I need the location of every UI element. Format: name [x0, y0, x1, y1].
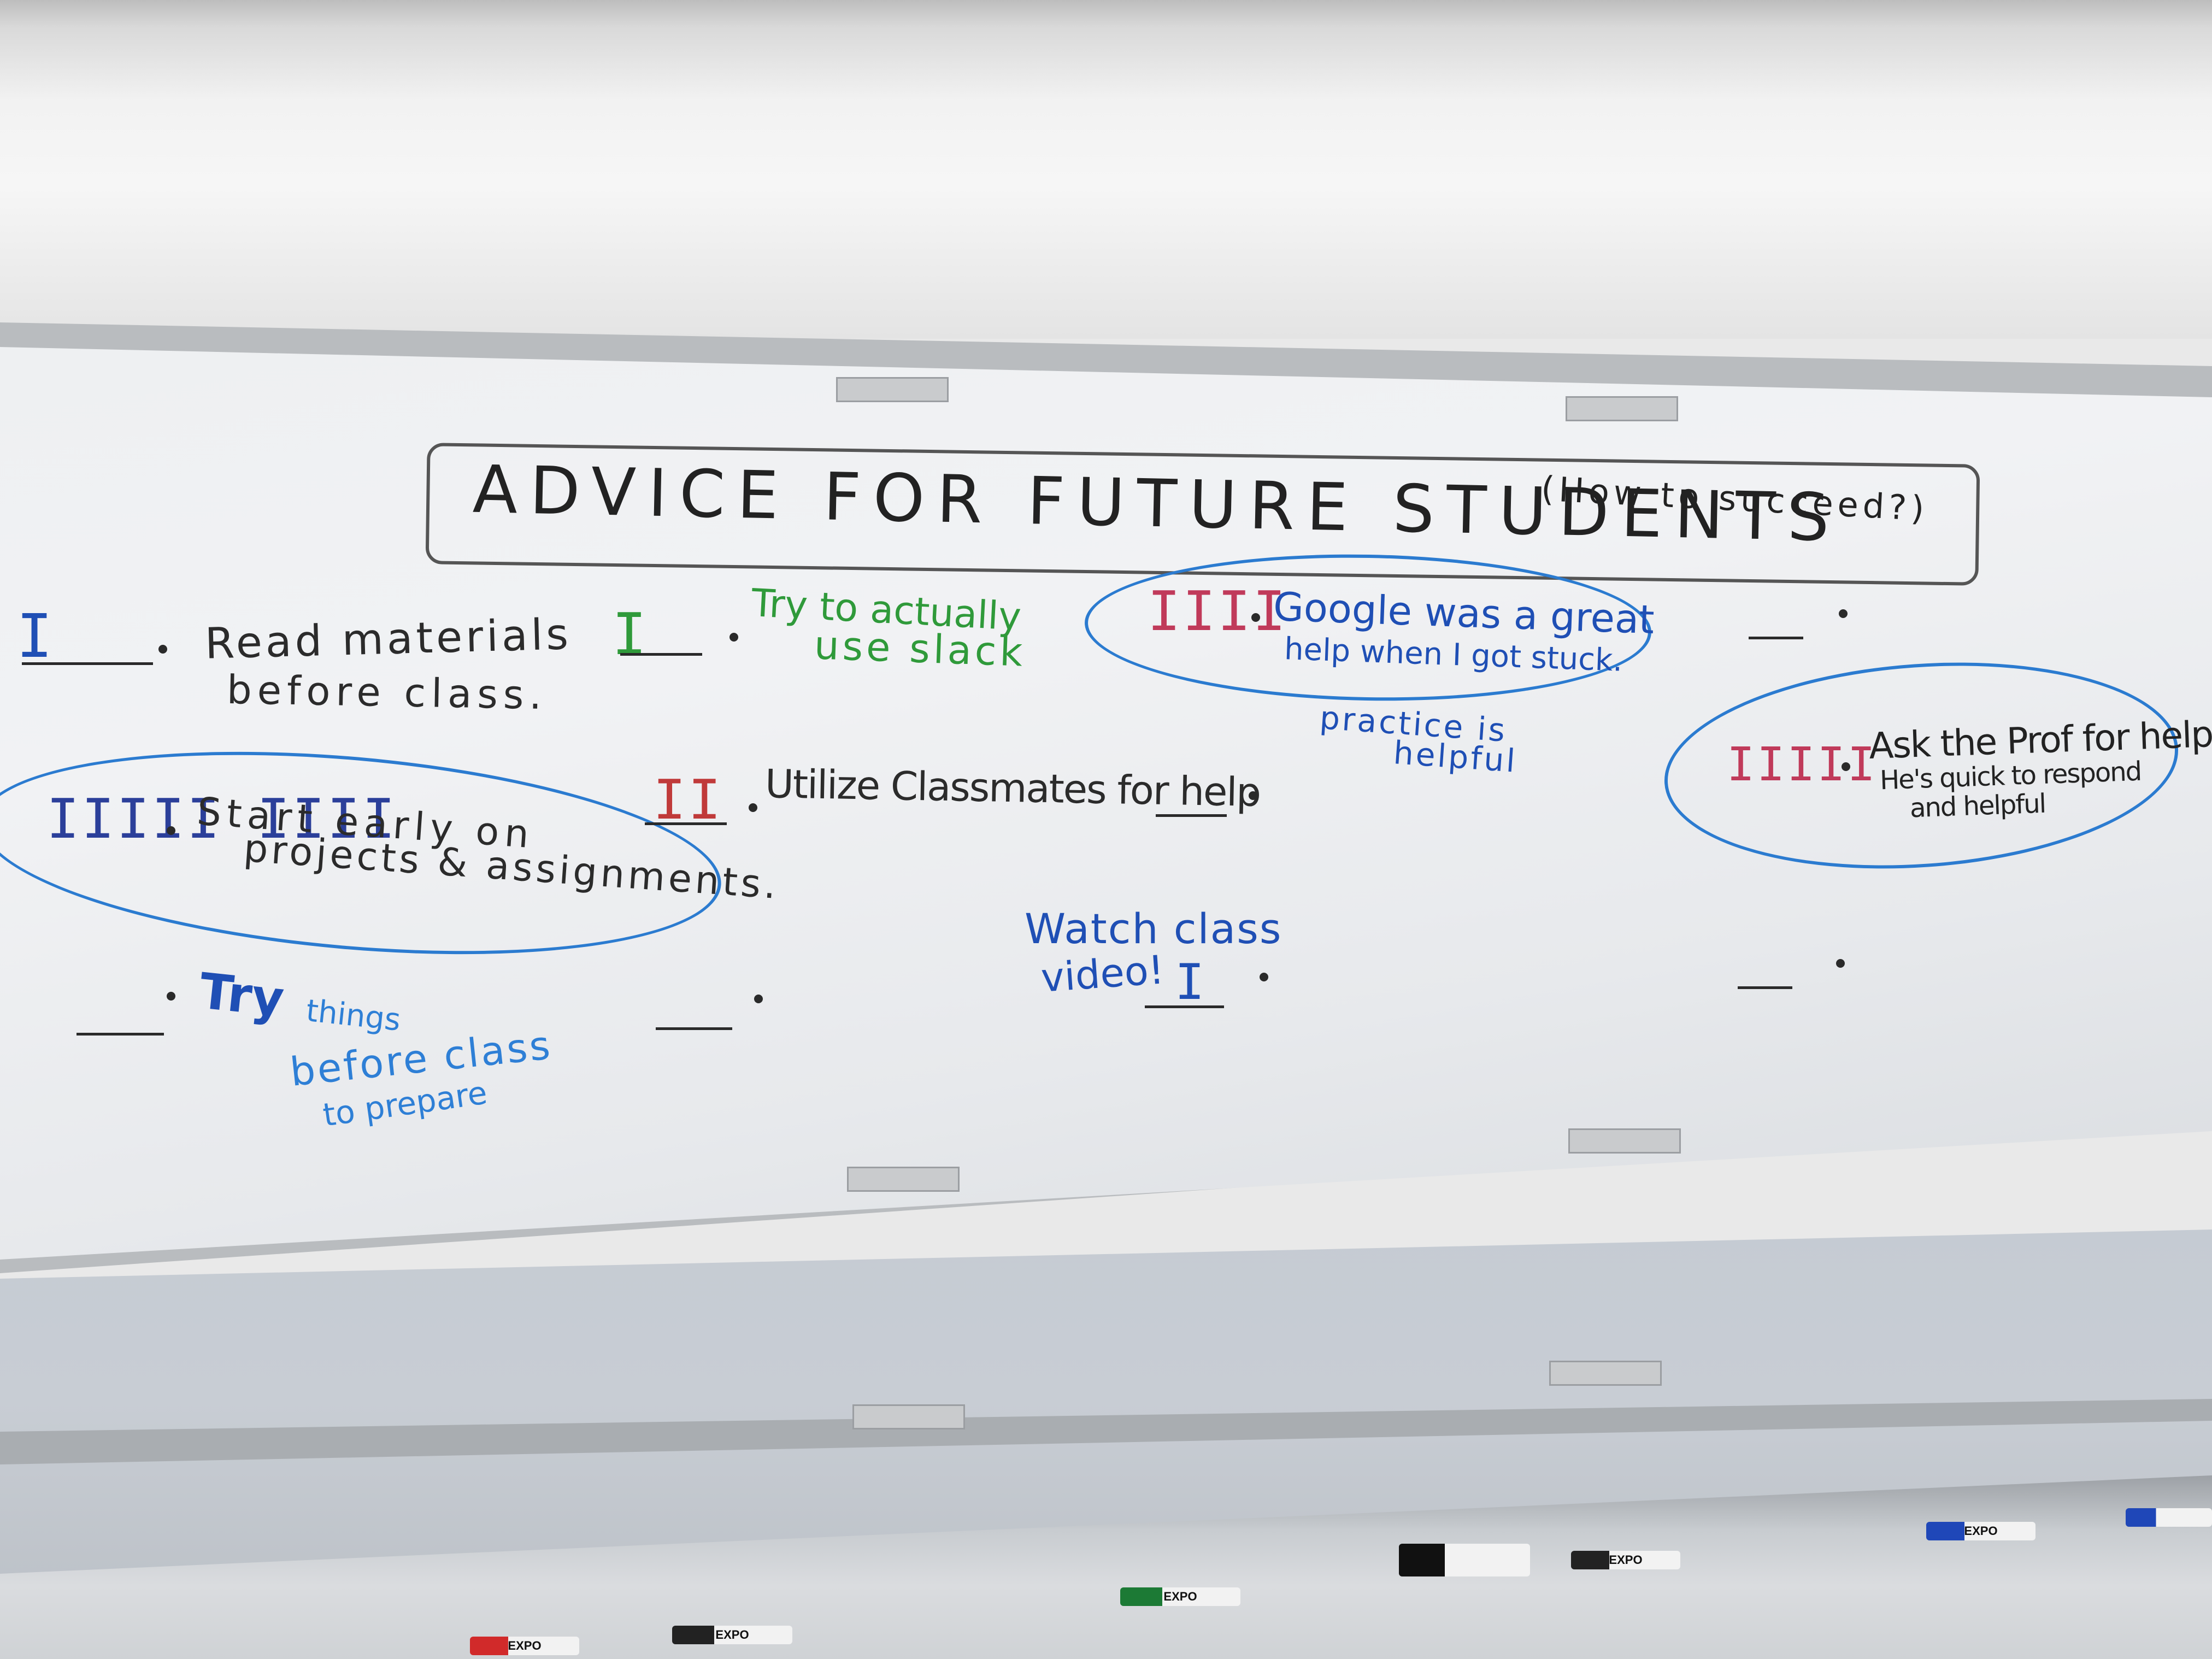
marker[interactable]: EXPO: [470, 1637, 579, 1655]
vote-line: [1738, 986, 1792, 989]
marker[interactable]: EXPO: [1120, 1587, 1240, 1606]
marker[interactable]: [2126, 1508, 2212, 1527]
board-clip: [1568, 1128, 1681, 1154]
bullet-dot: [1249, 791, 1257, 800]
board-clip: [836, 377, 949, 402]
marker-brand: EXPO: [1163, 1590, 1197, 1603]
vote-line: [1145, 1005, 1224, 1008]
bullet-dot: [167, 992, 175, 1001]
note-text: Try: [197, 962, 287, 1028]
vote-line: [656, 1027, 732, 1030]
note-text: and helpful: [1909, 788, 2046, 824]
bullet-dot: [1842, 762, 1850, 771]
marker-brand: EXPO: [1964, 1524, 1998, 1538]
bullet-dot: [754, 995, 763, 1003]
bullet-dot: [158, 645, 167, 654]
bullet-dot: [167, 826, 175, 835]
bullet-dot: [749, 803, 757, 812]
tally-marks: I: [16, 601, 55, 671]
marker-brand: EXPO: [715, 1628, 749, 1642]
note-text: Read materials: [204, 610, 573, 669]
board-clip: [1549, 1361, 1662, 1386]
board-clip: [847, 1167, 960, 1192]
tally-marks: IIIII: [1727, 738, 1878, 792]
marker[interactable]: EXPO: [672, 1626, 792, 1644]
tally-marks: II: [653, 768, 723, 832]
bullet-dot: [1836, 959, 1845, 968]
whiteboard: [0, 347, 2212, 1260]
bullet-dot: [1839, 609, 1848, 618]
bullet-dot: [1260, 973, 1268, 981]
note-text: before class.: [226, 666, 548, 719]
eraser[interactable]: [1399, 1544, 1530, 1576]
note-text: Utilize Classmates for help: [764, 761, 1261, 815]
marker[interactable]: EXPO: [1926, 1522, 2035, 1540]
tally-marks: I: [612, 601, 649, 668]
marker[interactable]: EXPO: [1571, 1551, 1680, 1569]
bullet-dot: [730, 633, 738, 642]
vote-line: [22, 662, 153, 665]
marker-brand: EXPO: [1609, 1553, 1643, 1567]
tally-marks: IIIII IIII: [46, 787, 398, 851]
board-clip: [1566, 396, 1678, 421]
vote-line: [77, 1033, 164, 1036]
ceiling-wall: [0, 0, 2212, 339]
vote-line: [1156, 814, 1227, 817]
vote-line: [620, 653, 702, 656]
tally-marks: IIII: [1148, 579, 1288, 643]
board-clip: [852, 1404, 965, 1429]
note-text: video!: [1039, 946, 1166, 1001]
note-text: Watch class: [1025, 904, 1283, 953]
tally-marks: I: [1175, 954, 1207, 1011]
note-text: use slack: [813, 622, 1027, 675]
vote-line: [1749, 637, 1803, 639]
vote-line: [645, 822, 727, 825]
note-text: helpful: [1392, 734, 1519, 780]
bullet-dot: [1251, 613, 1260, 622]
marker-brand: EXPO: [508, 1639, 542, 1652]
